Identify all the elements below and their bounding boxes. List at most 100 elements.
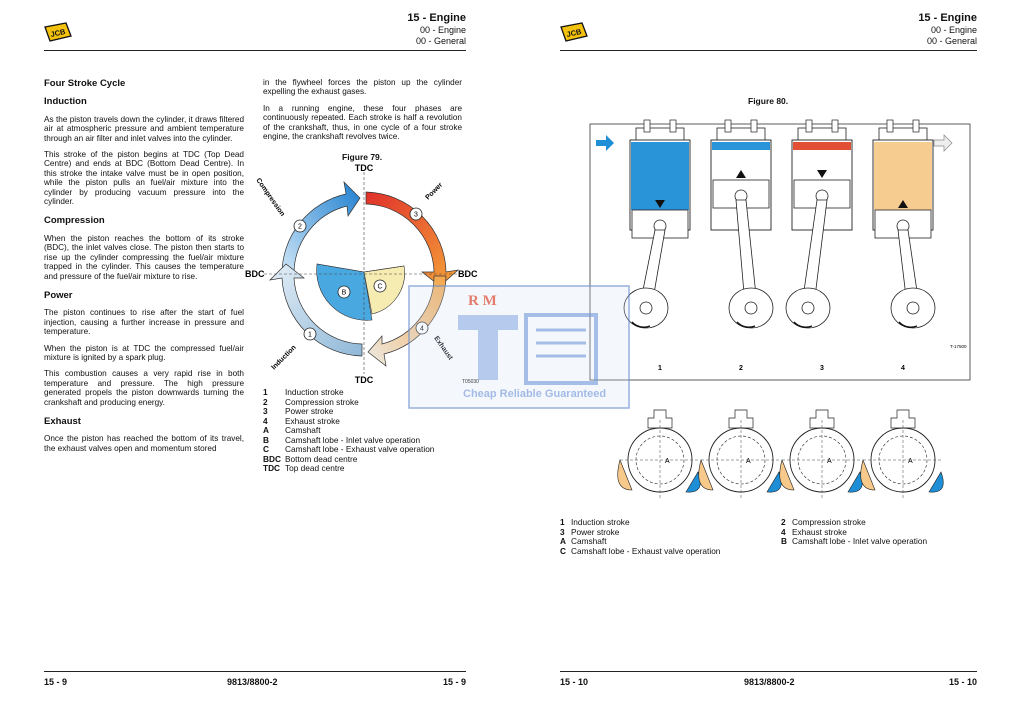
stroke-number-2: 2 [739, 365, 743, 372]
power-label: Power [424, 181, 444, 201]
figure-code: T05030 [462, 379, 479, 385]
svg-text:JCB: JCB [50, 27, 67, 39]
page-header: 15 - Engine 00 - Engine 00 - General [407, 12, 466, 47]
paragraph: in the flywheel forces the piston up the… [263, 78, 462, 97]
induction-arc [268, 263, 363, 357]
page-number: 15 - 10 [948, 677, 977, 687]
watermark-tool-icon [458, 315, 518, 380]
cylinder-1 [623, 119, 691, 329]
paragraph: When the piston is at TDC the compressed… [44, 343, 244, 362]
paragraph: This stroke of the piston begins at TDC … [44, 150, 244, 207]
jcb-logo: JCB [560, 22, 588, 42]
compression-label: Compression [254, 177, 285, 218]
subsection: 00 - General [926, 36, 977, 46]
header-rule [44, 50, 466, 51]
subsection: 00 - General [415, 36, 466, 46]
compression-arc [281, 180, 361, 275]
stroke-number-3: 3 [820, 365, 824, 372]
paragraph: As the piston travels down the cylinder,… [44, 114, 244, 143]
label-c: C [377, 284, 382, 291]
four-stroke-cycle-diagram: TDC TDC BDC BDC Compression Power Exhaus… [245, 163, 479, 385]
section-title: 15 - Engine [407, 12, 466, 24]
subsection: 00 - Engine [419, 25, 466, 35]
page-number: 15 - 9 [442, 677, 466, 687]
exhaust-arc [367, 275, 447, 367]
induction-label: Induction [270, 344, 297, 371]
label-4: 4 [420, 326, 424, 333]
cylinder-4 [872, 119, 936, 329]
camshaft-4: A [860, 409, 944, 500]
jcb-logo: JCB [44, 22, 72, 42]
watermark-tagline: Cheap Reliable Guaranteed [463, 388, 606, 400]
text-column-1: Four Stroke Cycle Induction As the pisto… [44, 79, 244, 460]
section-title: 15 - Engine [918, 12, 977, 24]
engine-stroke-diagram: T-17500 1 2 3 4 A A A A [589, 119, 971, 500]
camshaft-label: A [908, 458, 913, 465]
right-page: JCB 15 - Engine 00 - Engine 00 - General… [513, 0, 1026, 725]
inlet-arrow-icon [596, 135, 614, 151]
paragraph: When the piston reaches the bottom of it… [44, 233, 244, 281]
stroke-number-1: 1 [658, 365, 662, 372]
document-number: 9813/8800-2 [227, 677, 278, 687]
camshaft-2: A [698, 409, 782, 500]
header-rule [560, 50, 977, 51]
figure-80-title: Figure 80. [748, 96, 789, 106]
text-column-2: in the flywheel forces the piston up the… [263, 78, 462, 148]
camshaft-label: A [665, 458, 670, 465]
watermark: R M Cheap Reliable Guaranteed [408, 285, 630, 409]
watermark-book-icon [524, 313, 598, 385]
svg-text:JCB: JCB [566, 27, 583, 39]
figure-79-title: Figure 79. [342, 152, 383, 162]
paragraph: This combustion causes a very rapid rise… [44, 369, 244, 407]
subsection: 00 - Engine [930, 25, 977, 35]
paragraph: The piston continues to rise after the s… [44, 308, 244, 337]
heading-power: Power [44, 289, 73, 301]
cylinder-3 [785, 119, 853, 329]
camshaft-1: A [617, 409, 701, 500]
label-3: 3 [414, 212, 418, 219]
page-number: 15 - 10 [560, 677, 589, 687]
footer-rule [560, 671, 977, 672]
document-number: 9813/8800-2 [744, 677, 795, 687]
left-page: JCB 15 - Engine 00 - Engine 00 - General… [44, 12, 479, 687]
paragraph: In a running engine, these four phases a… [263, 103, 462, 142]
page-number: 15 - 9 [44, 677, 68, 687]
page-header: 15 - Engine 00 - Engine 00 - General [918, 12, 977, 47]
tdc-bottom-label: TDC [355, 375, 374, 385]
stroke-number-4: 4 [901, 365, 905, 372]
label-1: 1 [308, 332, 312, 339]
camshaft-label: A [827, 458, 832, 465]
heading-induction: Induction [44, 96, 87, 108]
heading-exhaust: Exhaust [44, 415, 81, 427]
label-2: 2 [298, 224, 302, 231]
heading-four-stroke: Four Stroke Cycle [44, 78, 126, 89]
watermark-brand: R M [468, 293, 497, 309]
bdc-left-label: BDC [245, 269, 265, 279]
label-b: B [342, 290, 347, 297]
figure-code: T-17500 [950, 344, 967, 349]
bdc-right-label: BDC [458, 269, 478, 279]
cylinder-2 [710, 119, 774, 329]
camshaft-3: A [779, 409, 863, 500]
footer-rule [44, 671, 466, 672]
figure-frame [589, 123, 971, 381]
